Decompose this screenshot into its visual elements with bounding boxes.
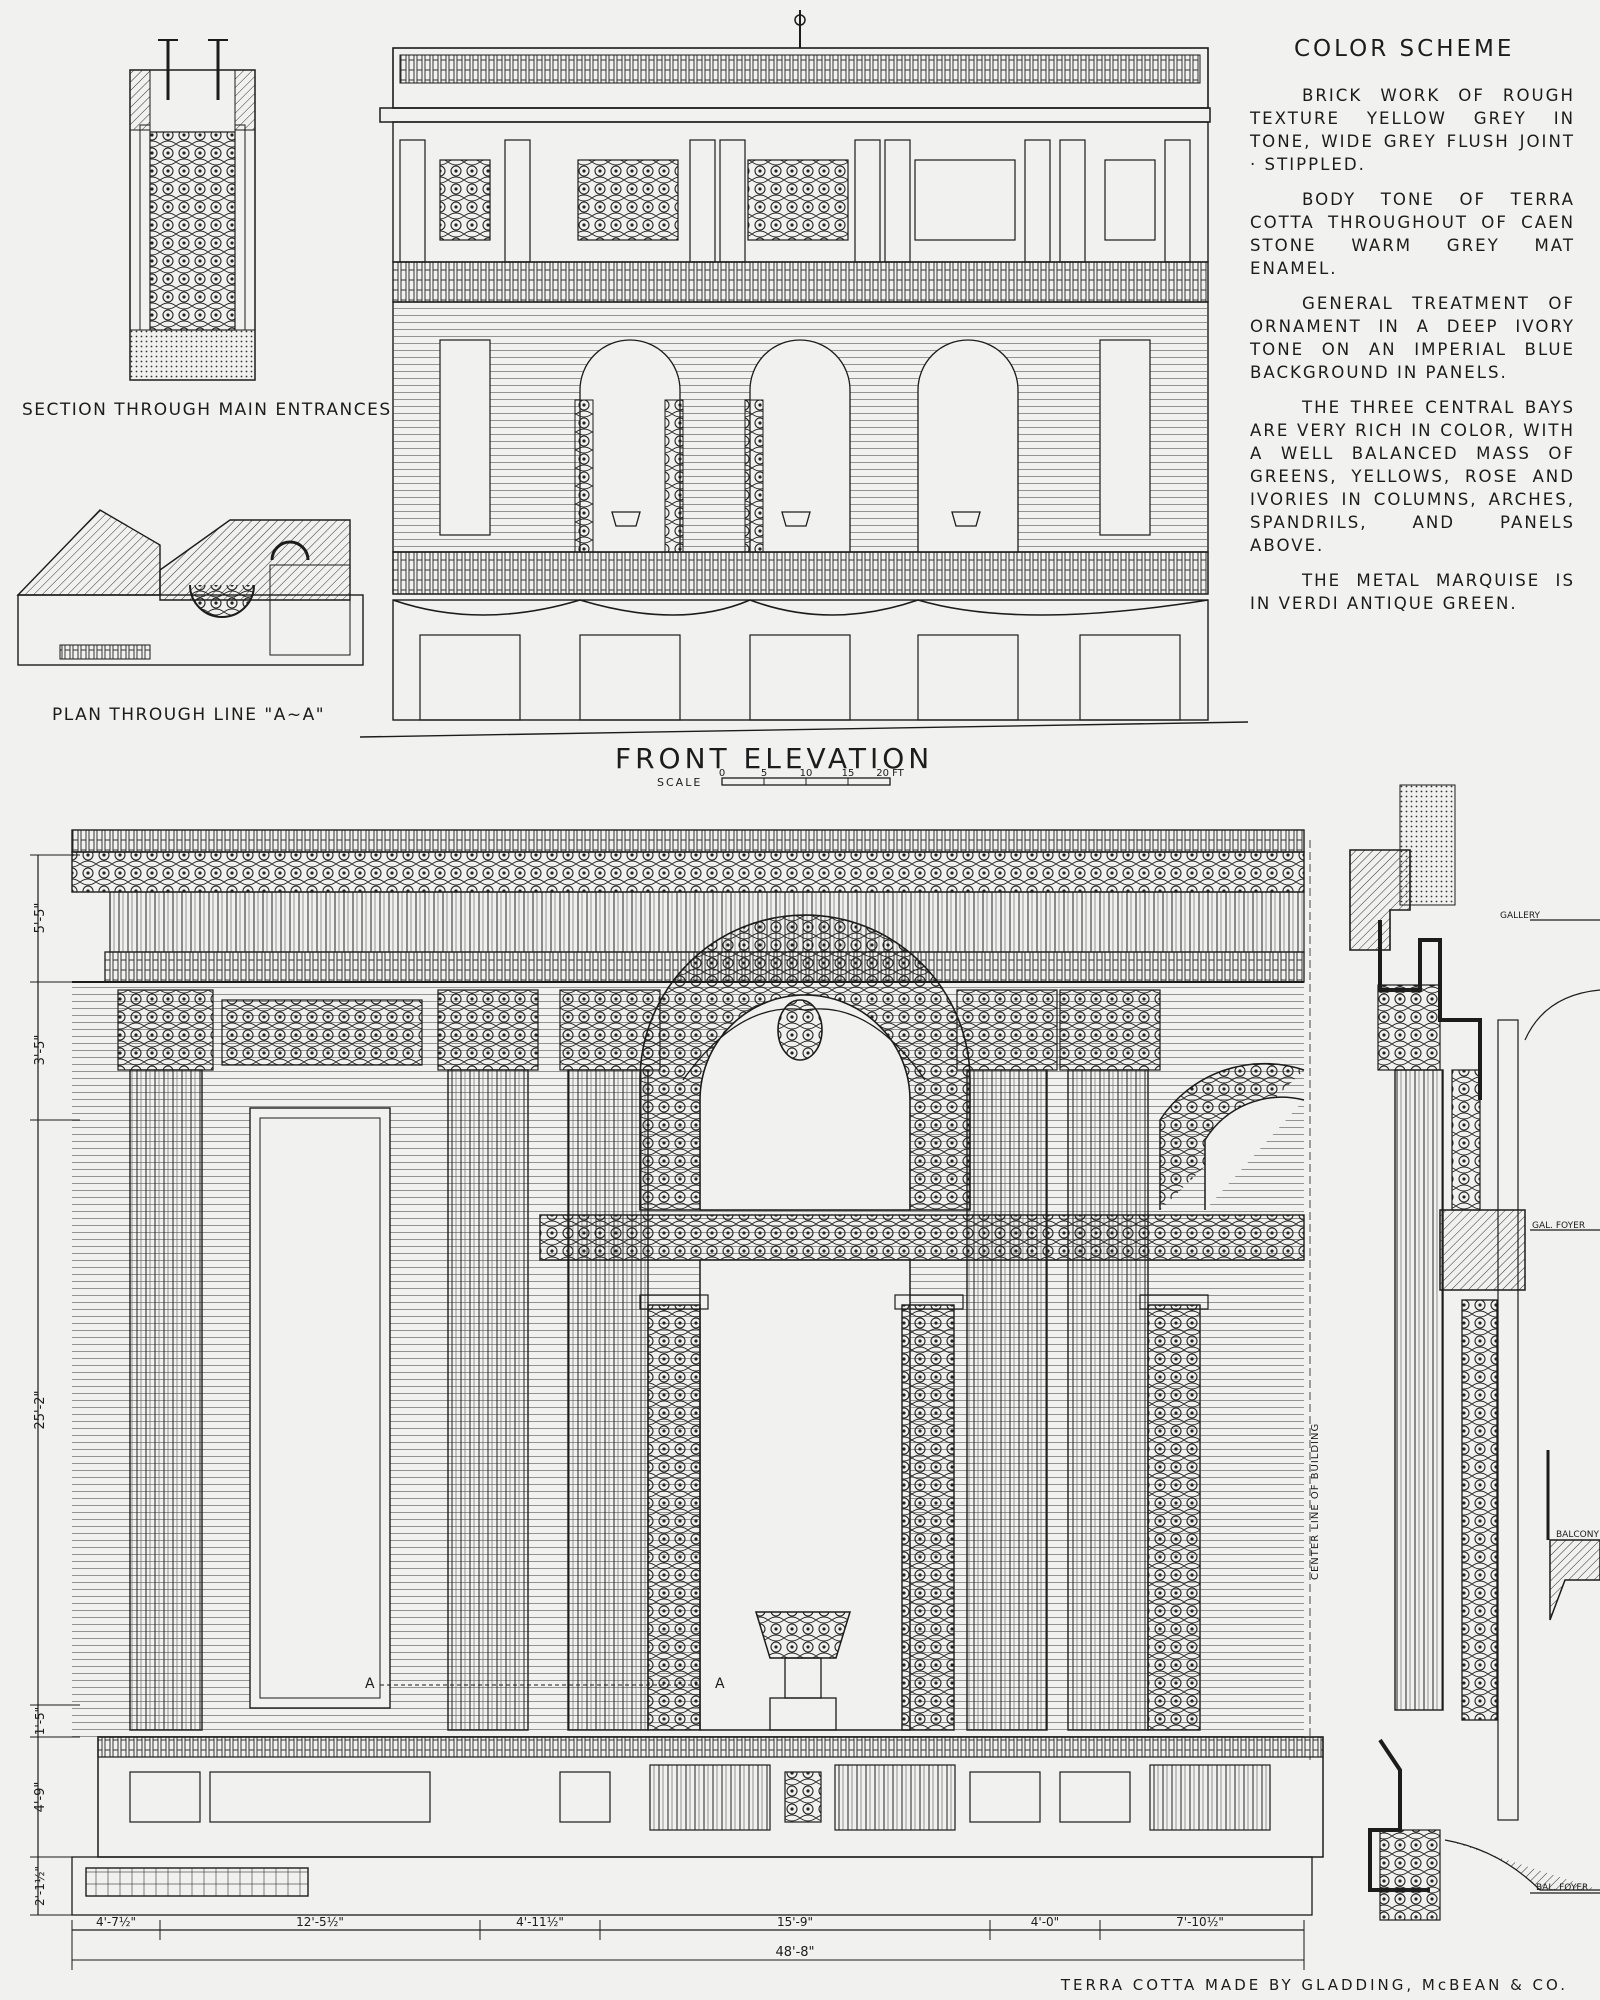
overall-width-label: 48'-8" [775, 1945, 814, 1960]
section-entrances-label: SECTION THROUGH MAIN ENTRANCES [22, 400, 392, 420]
dimension-label: 5'-5" [33, 903, 48, 934]
color-scheme-paragraph: THE THREE CENTRAL BAYS ARE VERY RICH IN … [1250, 398, 1575, 555]
section-label-bal-foyer: BAL. FOYER [1536, 1883, 1588, 1893]
scale-word: SCALE [657, 776, 702, 789]
dimension-label: 2'-1½" [33, 1866, 47, 1906]
center-line-label: CENTER LINE OF BUILDING [1310, 1423, 1321, 1580]
scale-tick: 20 FT [876, 768, 904, 779]
vertical-dimension-line [30, 854, 80, 1916]
section-label-gal-foyer: GAL. FOYER [1532, 1221, 1585, 1231]
color-scheme-title: COLOR SCHEME [1294, 36, 1515, 62]
color-scheme-paragraph: BRICK WORK OF ROUGH TEXTURE YELLOW GREY … [1250, 86, 1575, 174]
front-elevation [359, 10, 1249, 738]
scale-tick: 5 [761, 768, 767, 779]
scale-tick: 0 [719, 768, 725, 779]
section-marker-a-left: A [365, 1676, 375, 1692]
dimension-label: 3'-5" [33, 1035, 48, 1066]
plan-through-line-aa [16, 509, 364, 666]
dimension-label: 4'-7½" [96, 1915, 136, 1929]
dimension-label: 7'-10½" [1176, 1915, 1224, 1929]
dimension-label: 12'-5½" [296, 1915, 344, 1929]
dimension-label: 25'-2" [33, 1390, 48, 1429]
scale-tick: 10 [800, 768, 813, 779]
section-through-main-entrances [129, 39, 256, 381]
dimension-label: 4'-0" [1031, 1915, 1059, 1929]
manufacturer-credit: TERRA COTTA MADE BY GLADDING, McBEAN & C… [1060, 1976, 1568, 1994]
color-scheme-paragraph: BODY TONE OF TERRA COTTA THROUGHOUT OF C… [1250, 190, 1575, 278]
color-scheme-paragraph: GENERAL TREATMENT OF ORNAMENT IN A DEEP … [1250, 294, 1575, 382]
color-scheme-panel: COLOR SCHEME BRICK WORK OF ROUGH TEXTURE… [1250, 36, 1575, 627]
section-label-balcony: BALCONY [1556, 1530, 1599, 1540]
dimension-label: 15'-9" [777, 1915, 813, 1929]
section-marker-a-right: A [715, 1676, 725, 1692]
detail-elevation [71, 829, 1324, 1916]
side-section [1349, 784, 1600, 1921]
elevation-scale-bar: SCALE 0 5 10 15 20 FT [657, 768, 905, 789]
section-label-gallery: GALLERY [1500, 911, 1541, 921]
dimension-label: 4'-11½" [516, 1915, 564, 1929]
dimension-label: 1'-5" [33, 1707, 47, 1735]
horizontal-dimension-line [71, 1920, 1305, 1970]
dimension-label: 4'-9" [33, 1782, 48, 1813]
plan-line-label: PLAN THROUGH LINE "A~A" [52, 705, 325, 725]
scale-tick: 15 [842, 768, 855, 779]
front-elevation-title: FRONT ELEVATION [615, 742, 933, 775]
color-scheme-paragraph: THE METAL MARQUISE IS IN VERDI ANTIQUE G… [1250, 571, 1575, 613]
